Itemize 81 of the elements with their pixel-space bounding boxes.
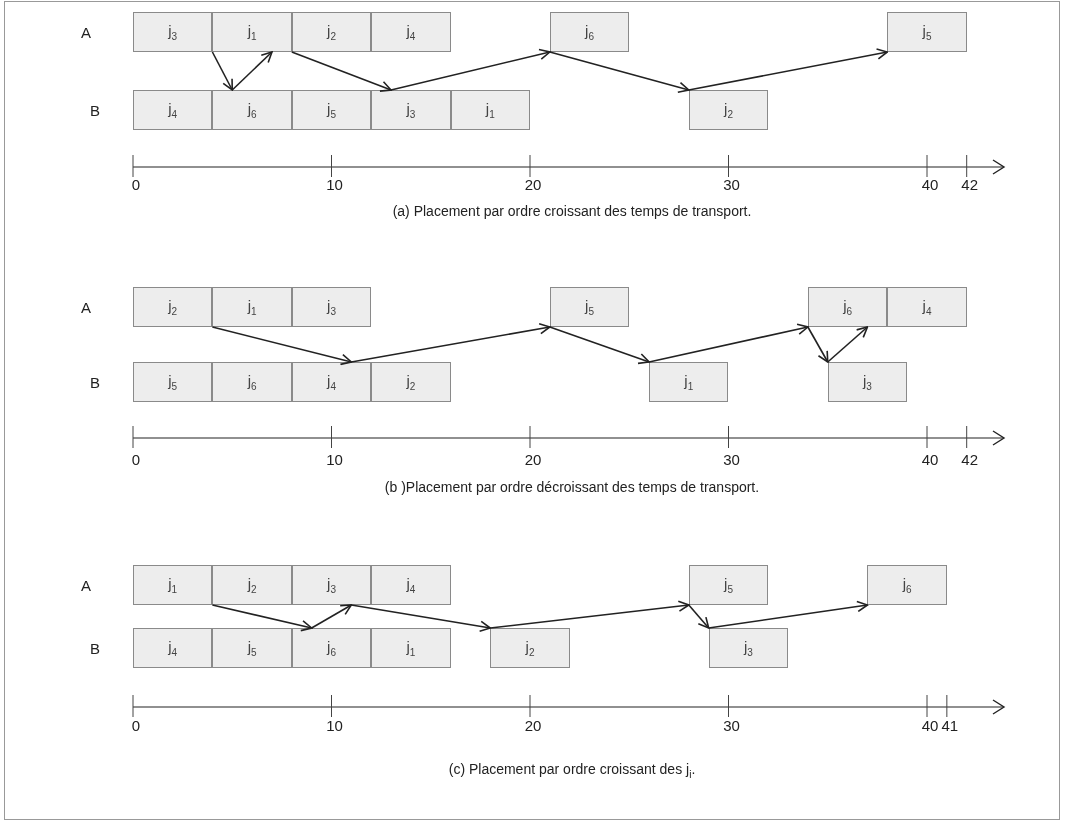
arrow	[826, 326, 869, 363]
task-block: j$_{4}$	[133, 628, 213, 668]
arrow	[211, 604, 313, 632]
task-block: j$_{5}$	[291, 90, 372, 130]
tick-label: 40	[921, 451, 939, 468]
task-block: j$_{6}$	[212, 90, 292, 130]
arrow	[350, 323, 551, 363]
arrow	[390, 48, 551, 91]
task-block: j$_{4}$	[371, 565, 451, 605]
tick-label: 10	[326, 451, 343, 468]
arrow	[549, 326, 650, 365]
task-block: j$_{1}$	[371, 628, 451, 668]
arrow	[211, 51, 234, 91]
task-block: j$_{6}$	[807, 287, 888, 327]
tick-label: 10	[326, 717, 343, 734]
task-block: j$_{4}$	[291, 362, 372, 402]
task-block: j$_{1}$	[649, 362, 729, 402]
arrow	[211, 326, 353, 366]
tick-label: 20	[524, 176, 542, 193]
arrow	[310, 604, 353, 629]
task-block: j$_{4}$	[133, 90, 213, 130]
task-block: j$_{1}$	[212, 12, 292, 52]
task-block: j$_{3}$	[371, 90, 451, 130]
arrow	[291, 51, 392, 92]
task-block: j$_{6}$	[212, 362, 292, 402]
tick-label: 40	[921, 717, 939, 734]
row-label: B	[90, 373, 100, 391]
task-block: j$_{1}$	[450, 90, 530, 130]
task-block: j$_{5}$	[133, 362, 213, 402]
arrow	[489, 600, 690, 629]
tick-label: 10	[326, 176, 343, 193]
tick-label: 41	[941, 717, 959, 734]
task-block: j$_{3}$	[133, 12, 213, 52]
task-block: j$_{6}$	[291, 628, 372, 668]
task-block: j$_{4}$	[371, 12, 451, 52]
task-block: j$_{2}$	[371, 362, 451, 402]
task-block: j$_{3}$	[708, 628, 789, 668]
caption: (c) Placement par ordre croissant des j$_{i}$.	[448, 761, 696, 780]
row-label: A	[81, 23, 91, 41]
task-block: j$_{5}$	[688, 565, 769, 605]
caption: (b )Placement par ordre décroissant des temps de transport.	[384, 479, 760, 495]
task-block: j$_{3}$	[291, 565, 372, 605]
arrow	[231, 51, 273, 91]
task-block: j$_{1}$	[133, 565, 213, 605]
task-block: j$_{5}$	[887, 12, 967, 52]
arrow	[707, 600, 869, 629]
row-label: A	[81, 298, 91, 316]
tick-label: 30	[723, 176, 740, 193]
task-block: j$_{6}$	[549, 12, 630, 52]
task-block: j$_{6}$	[867, 565, 947, 605]
tick-label: 40	[921, 176, 939, 193]
arrow	[688, 604, 710, 629]
task-block: j$_{2}$	[133, 287, 213, 327]
tick-label: 0	[131, 451, 141, 468]
arrow	[648, 323, 809, 363]
arrow	[688, 48, 889, 91]
tick-label: 20	[524, 451, 542, 468]
tick-label: 30	[723, 717, 740, 734]
task-block: j$_{2}$	[490, 628, 570, 668]
task-block: j$_{2}$	[688, 90, 769, 130]
tick-label: 20	[524, 717, 542, 734]
task-block: j$_{4}$	[887, 287, 967, 327]
tick-label: 0	[131, 176, 141, 193]
tick-label: 42	[961, 451, 979, 468]
row-label: B	[90, 101, 100, 119]
task-block: j$_{5}$	[549, 287, 630, 327]
row-label: B	[90, 639, 100, 657]
task-block: j$_{1}$	[212, 287, 292, 327]
task-block: j$_{3}$	[827, 362, 908, 402]
task-block: j$_{3}$	[291, 287, 372, 327]
caption: (a) Placement par ordre croissant des temps de transport.	[392, 203, 752, 219]
row-label: A	[81, 576, 91, 594]
task-block: j$_{2}$	[291, 12, 372, 52]
task-block: j$_{5}$	[212, 628, 292, 668]
arrow	[549, 51, 690, 93]
task-block: j$_{2}$	[212, 565, 292, 605]
tick-label: 30	[723, 451, 740, 468]
tick-label: 0	[131, 717, 141, 734]
arrow	[350, 604, 492, 633]
arrow	[807, 326, 829, 363]
tick-label: 42	[961, 176, 979, 193]
